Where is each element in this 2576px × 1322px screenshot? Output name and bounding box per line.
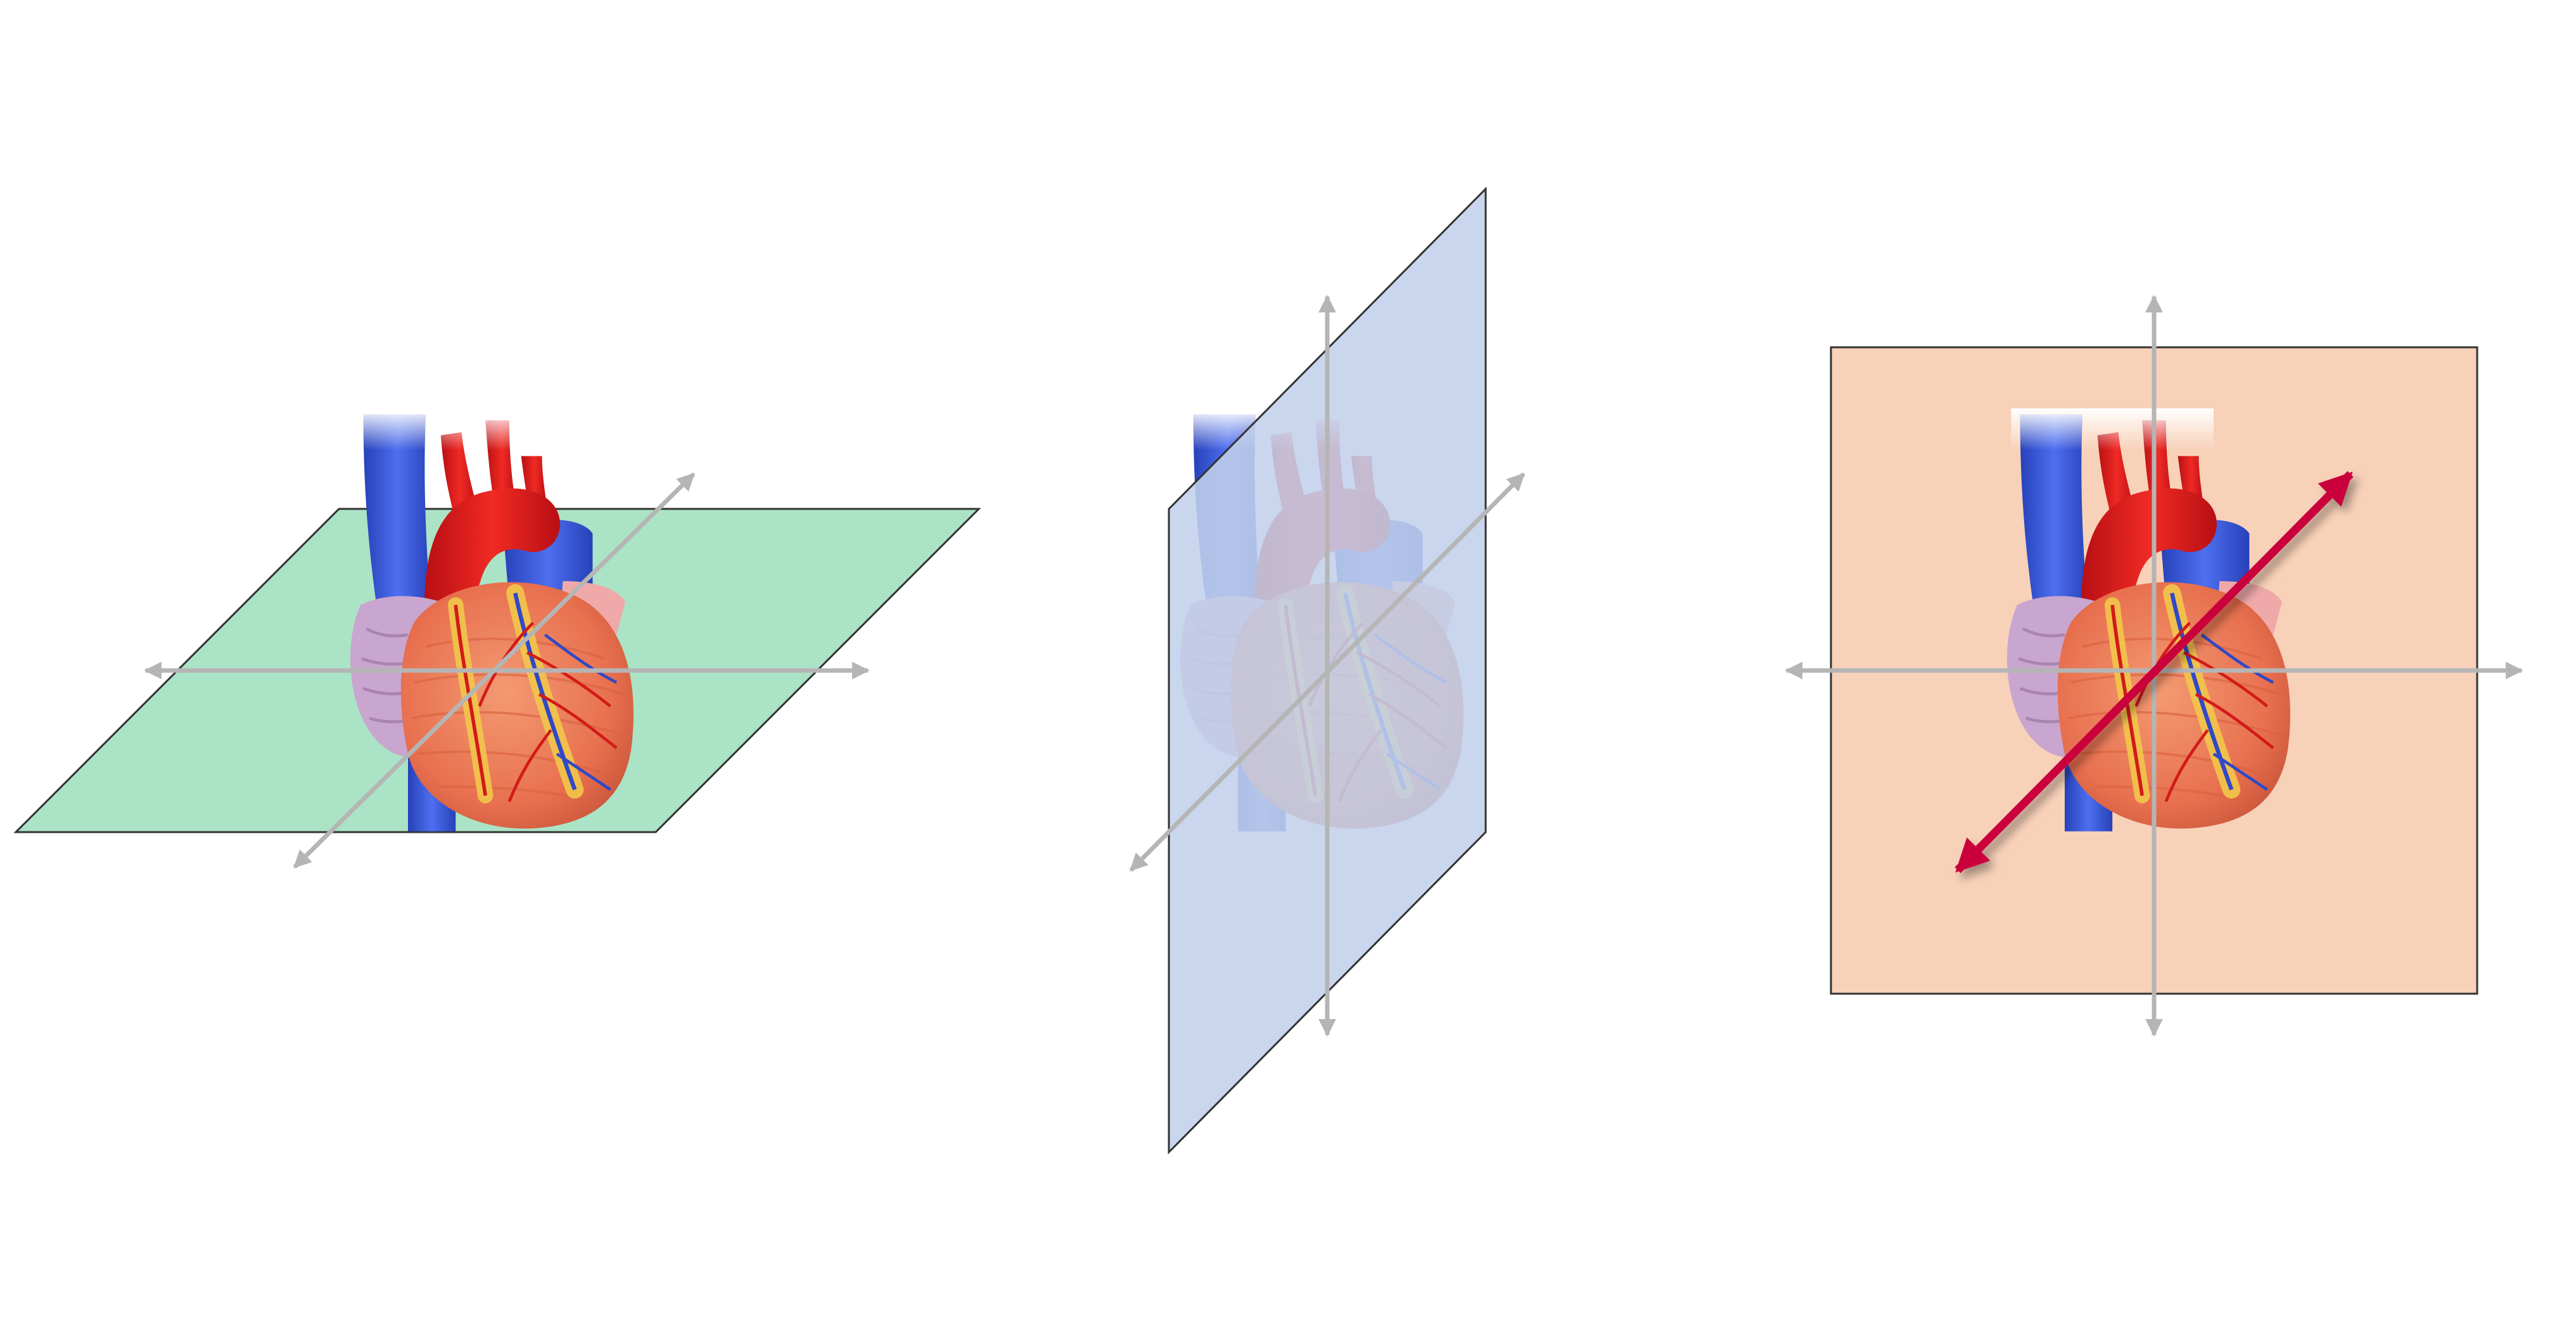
- normal-arrow-depth: [1954, 471, 2354, 873]
- panel-coronal: [1785, 295, 2523, 1037]
- panel-sagittal: [962, 186, 1692, 1155]
- panel-transverse: [13, 299, 981, 1042]
